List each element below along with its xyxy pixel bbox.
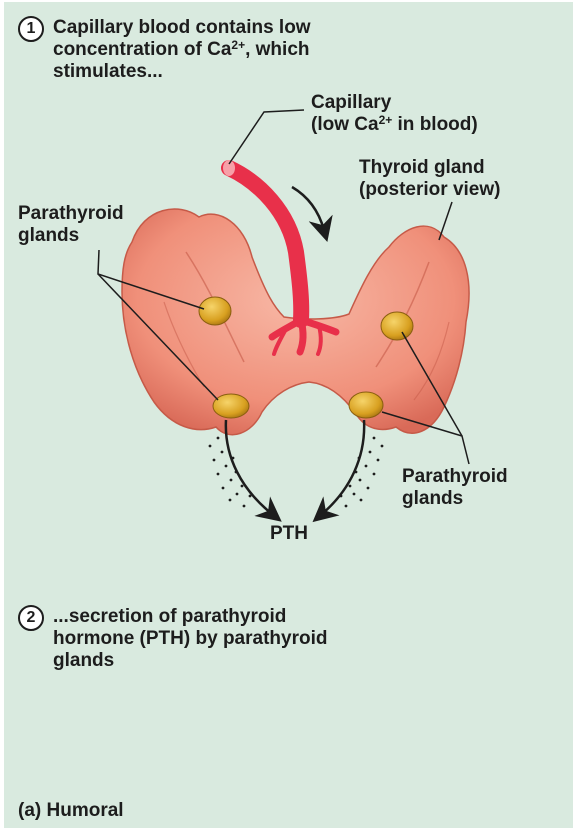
figure-caption: (a) Humoral (18, 800, 124, 822)
secretion-dots (209, 437, 384, 508)
pth-arrow-right (322, 420, 364, 514)
parathyroid-left-sublabel: glands (18, 225, 79, 247)
step-2-line-1: ...secretion of parathyroid (53, 606, 286, 628)
blood-flow-arrow (292, 187, 324, 230)
parathyroid-left-label: Parathyroid (18, 203, 124, 225)
diagram-panel: 1 Capillary blood contains low concentra… (4, 2, 573, 828)
parathyroid-gland-lower-right (349, 392, 383, 418)
step-1-line-3: stimulates... (53, 61, 163, 83)
parathyroid-gland-upper-left (199, 297, 231, 325)
parathyroid-right-label: Parathyroid (402, 466, 508, 488)
step-2-line-3: glands (53, 650, 114, 672)
capillary-sublabel: (low Ca2+ in blood) (311, 114, 478, 136)
parathyroid-gland-upper-right (381, 312, 413, 340)
thyroid-label: Thyroid gland (359, 157, 485, 179)
capillary-label: Capillary (311, 92, 391, 114)
parathyroid-right-sublabel: glands (402, 488, 463, 510)
parathyroid-gland-lower-left (213, 394, 249, 418)
step-2-line-2: hormone (PTH) by parathyroid (53, 628, 327, 650)
step-2-badge: 2 (18, 605, 44, 631)
step-1-badge: 1 (18, 16, 44, 42)
thyroid-sublabel: (posterior view) (359, 179, 500, 201)
pth-label: PTH (270, 523, 308, 545)
thyroid-illustration (4, 2, 573, 828)
step-1-line-2: concentration of Ca2+, which (53, 39, 310, 61)
step-1-line-1: Capillary blood contains low (53, 17, 311, 39)
